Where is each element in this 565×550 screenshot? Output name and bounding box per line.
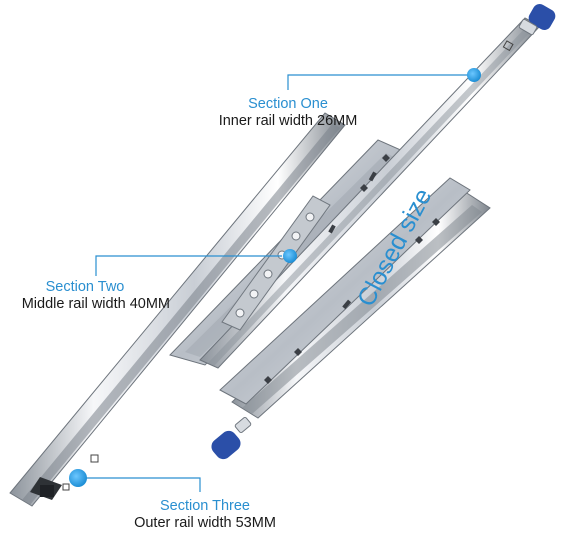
section-one-title: Section One	[248, 96, 328, 112]
section-three-desc: Outer rail width 53MM	[134, 514, 276, 531]
mounting-holes	[328, 154, 390, 234]
disconnect-lever	[30, 477, 62, 500]
callout-section-one	[287, 68, 481, 90]
callout-section-three	[69, 469, 201, 492]
section-one-label: Section One Inner rail width 26MM	[213, 96, 363, 129]
section-two-label: Section Two Middle rail width 40MM	[0, 279, 170, 312]
section-one-desc: Inner rail width 26MM	[218, 112, 358, 129]
section-two-title: Section Two	[45, 279, 125, 295]
section-three-title: Section Three	[159, 498, 250, 514]
end-cap	[518, 4, 556, 36]
section-two-desc: Middle rail width 40MM	[21, 295, 170, 312]
closed-end-cap	[211, 416, 252, 460]
section-three-label: Section Three Outer rail width 53MM	[130, 498, 280, 531]
closed-slide	[211, 177, 491, 460]
ball-bearing-cage	[221, 195, 331, 331]
callout-section-two	[95, 249, 297, 276]
